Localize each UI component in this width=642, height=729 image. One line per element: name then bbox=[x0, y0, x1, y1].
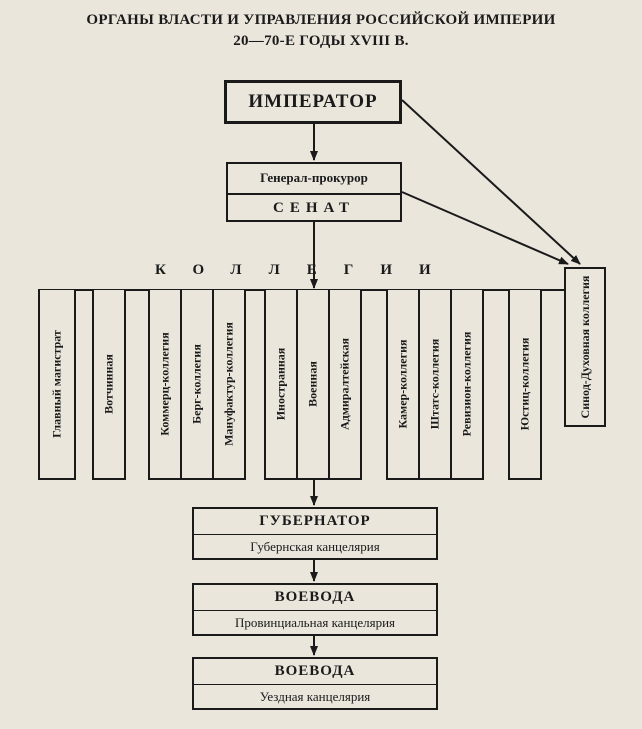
governor-office: Губернская канцелярия bbox=[250, 539, 380, 554]
voevoda-uezd-box: ВОЕВОДА Уездная канцелярия bbox=[192, 657, 438, 710]
diagram-title: ОРГАНЫ ВЛАСТИ И УПРАВЛЕНИЯ РОССИЙСКОЙ ИМ… bbox=[86, 12, 556, 28]
senate-box: Генерал-прокурор СЕНАТ bbox=[226, 162, 402, 222]
collegium-votchinnaya: Вотчинная bbox=[92, 290, 126, 480]
collegium-inostrannaya: Иностранная bbox=[264, 290, 298, 480]
voevoda-province-office: Провинциальная канцелярия bbox=[234, 615, 396, 630]
arrow-emperor-sinod bbox=[401, 99, 581, 265]
governor-box: ГУБЕРНАТОР Губернская канцелярия bbox=[192, 507, 438, 560]
diagram-subtitle: 20—70-Е ГОДЫ XVIII В. bbox=[233, 33, 409, 49]
procurator-label: Генерал-прокурор bbox=[228, 164, 400, 195]
collegium-yustits: Юстиц-коллегия bbox=[508, 290, 542, 480]
sinod-box: Синод-Духовная коллегия bbox=[564, 267, 606, 427]
collegium-admiralteyskaya: Адмиралтейская bbox=[328, 290, 362, 480]
collegium-kamer: Камер-коллегия bbox=[386, 290, 420, 480]
collegia-label: КОЛЛЕГИИ bbox=[155, 262, 458, 278]
arrow-senate-sinod bbox=[401, 191, 569, 265]
emperor-box: ИМПЕРАТОР bbox=[224, 80, 402, 124]
collegium-manufaktur: Мануфактур-коллегия bbox=[212, 290, 246, 480]
collegium-berg: Берг-коллегия bbox=[180, 290, 214, 480]
sinod-label: Синод-Духовная коллегия bbox=[578, 275, 592, 419]
collegium-glavny-magistrat: Главный магистрат bbox=[38, 290, 76, 480]
voevoda-uezd-title: ВОЕВОДА bbox=[194, 659, 436, 685]
collegium-voennaya: Военная bbox=[296, 290, 330, 480]
governor-title: ГУБЕРНАТОР bbox=[194, 509, 436, 535]
voevoda-province-title: ВОЕВОДА bbox=[194, 585, 436, 611]
voevoda-uezd-office: Уездная канцелярия bbox=[259, 689, 371, 704]
collegium-revizion: Ревизион-коллегия bbox=[450, 290, 484, 480]
collegium-kommerts: Коммерц-коллегия bbox=[148, 290, 182, 480]
collegium-shtats: Штатс-коллегия bbox=[418, 290, 452, 480]
voevoda-province-box: ВОЕВОДА Провинциальная канцелярия bbox=[192, 583, 438, 636]
senate-label: СЕНАТ bbox=[272, 200, 356, 216]
